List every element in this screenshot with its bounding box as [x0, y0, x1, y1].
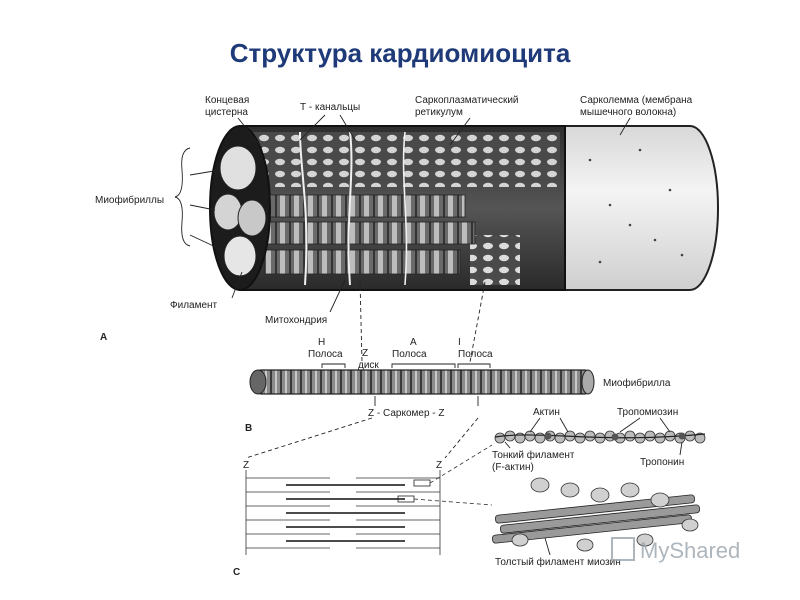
- label-sarcolemma-1: Сарколемма (мембрана: [580, 94, 693, 106]
- label-actin: Актин: [533, 407, 560, 418]
- label-end-cistern-1: Концевая: [205, 95, 249, 106]
- label-sarcolemma-2: мышечного волокна): [580, 107, 676, 118]
- label-h-band-2: Полоса: [308, 349, 343, 360]
- label-z-disk-2: диск: [358, 360, 379, 371]
- watermark: MyShared: [611, 537, 740, 563]
- myofibril-rod: [249, 369, 595, 395]
- label-filament: Филамент: [170, 300, 218, 311]
- label-z-left: Z: [243, 460, 249, 471]
- label-sr-1: Саркоплазматический: [415, 95, 519, 106]
- label-i-band-2: Полоса: [458, 349, 493, 360]
- band-brackets: [321, 363, 491, 368]
- label-sarcomere: Z - Саркомер - Z: [368, 408, 445, 419]
- watermark-text: MyShared: [640, 538, 740, 563]
- label-thin-filament-2: (F-актин): [492, 462, 534, 473]
- thin-filament-zoom: [494, 430, 706, 444]
- label-z-right: Z: [436, 460, 442, 471]
- label-a-band-2: Полоса: [392, 349, 427, 360]
- label-myofibrils: Миофибриллы: [95, 194, 164, 206]
- label-h-band-1: H: [318, 337, 325, 348]
- label-mitochondria: Митохондрия: [265, 315, 327, 326]
- label-i-band-1: I: [458, 337, 461, 348]
- label-end-cistern-2: цистерна: [205, 107, 248, 118]
- thick-filament-zoom: [492, 477, 700, 552]
- label-thin-filament-1: Тонкий филамент: [492, 449, 575, 461]
- label-myofibril: Миофибрилла: [603, 377, 671, 389]
- label-thick-filament: Толстый филамент миозин: [495, 556, 621, 568]
- panel-a-label: A: [100, 332, 107, 343]
- label-sr-2: ретикулум: [415, 107, 463, 118]
- label-z-disk-1: Z: [362, 348, 368, 359]
- label-troponin: Тропонин: [640, 457, 684, 468]
- leader-lines-c: [504, 417, 683, 556]
- fiber-cylinder: [209, 125, 719, 291]
- leader-lines-a: [174, 114, 631, 363]
- label-t-tubules: Т - канальцы: [300, 102, 360, 113]
- panel-c-label: C: [233, 567, 240, 578]
- panel-b-label: B: [245, 423, 252, 434]
- sarcomere-filaments: [245, 444, 493, 555]
- label-a-band-1: A: [410, 337, 417, 348]
- page-title: Структура кардиомиоцита: [229, 38, 571, 68]
- sarcomere-markers: [245, 396, 479, 459]
- label-tropomyosin: Тропомиозин: [617, 407, 678, 418]
